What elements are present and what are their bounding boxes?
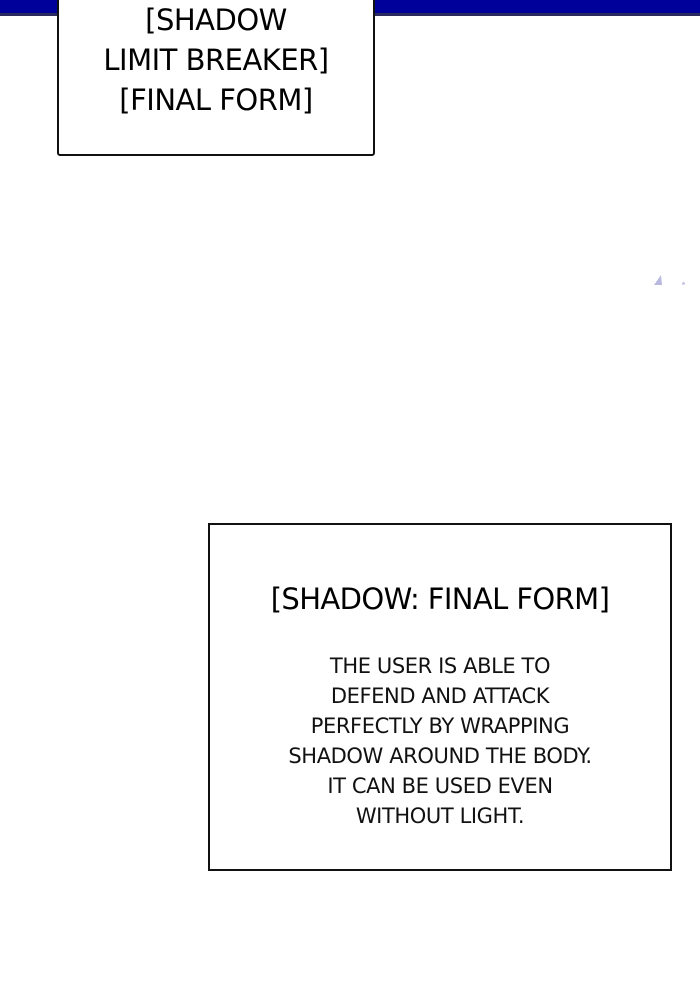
- skill-name-line-3: [FINAL FORM]: [119, 83, 313, 117]
- description-line-6: WITHOUT LIGHT.: [355, 804, 525, 828]
- description-line-2: DEFEND AND ATTACK: [330, 684, 550, 708]
- skill-name-box: [SHADOW LIMIT BREAKER] [FINAL FORM]: [57, 0, 375, 156]
- description-line-1: THE USER IS ABLE TO: [329, 654, 551, 678]
- sparkle-icon: [654, 275, 662, 285]
- skill-name-line-2: LIMIT BREAKER]: [103, 43, 329, 77]
- skill-description-body: THE USER IS ABLE TO DEFEND AND ATTACK PE…: [210, 651, 670, 831]
- skill-description-box: [SHADOW: FINAL FORM] THE USER IS ABLE TO…: [208, 523, 672, 871]
- description-line-3: PERFECTLY BY WRAPPING: [310, 714, 570, 738]
- sparkle-dot-icon: [682, 282, 685, 285]
- description-line-4: SHADOW AROUND THE BODY.: [288, 744, 592, 768]
- skill-description-title: [SHADOW: FINAL FORM]: [270, 582, 610, 616]
- skill-name-line-1: [SHADOW: [145, 3, 287, 37]
- skill-name-text: [SHADOW LIMIT BREAKER] [FINAL FORM]: [59, 0, 373, 120]
- description-line-5: IT CAN BE USED EVEN: [327, 774, 553, 798]
